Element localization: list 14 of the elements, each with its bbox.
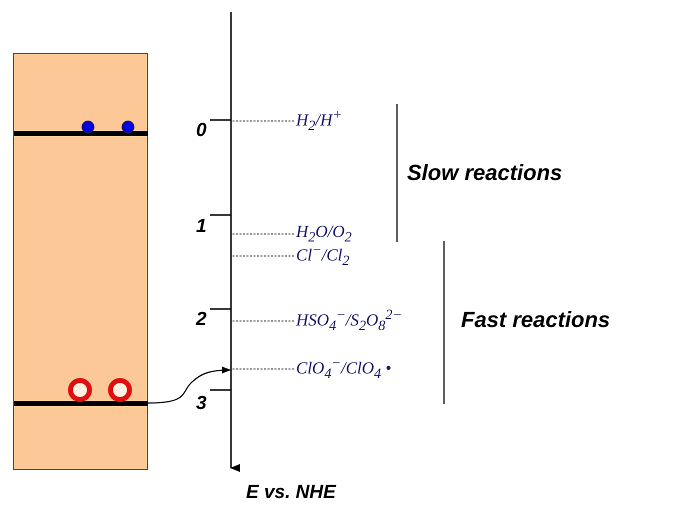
tick-label: 3 (196, 393, 207, 415)
level-line (230, 320, 294, 322)
level-line (230, 120, 294, 122)
tick-label: 2 (196, 309, 207, 331)
redox-couple-label: ClO$_{4}$$^{−}$/ClO$_{4}$ • (296, 356, 426, 382)
level-line (230, 368, 294, 370)
group-label: Slow reactions (407, 160, 562, 186)
tick-label: 1 (196, 216, 207, 238)
tick-label: 0 (196, 120, 207, 142)
axis-title: E vs. NHE (246, 482, 336, 504)
group-label: Fast reactions (461, 307, 610, 333)
arrow (148, 366, 231, 404)
redox-couple-label: H$_{2}$/H$^{+}$ (296, 108, 386, 134)
semiconductor-block (13, 53, 148, 470)
